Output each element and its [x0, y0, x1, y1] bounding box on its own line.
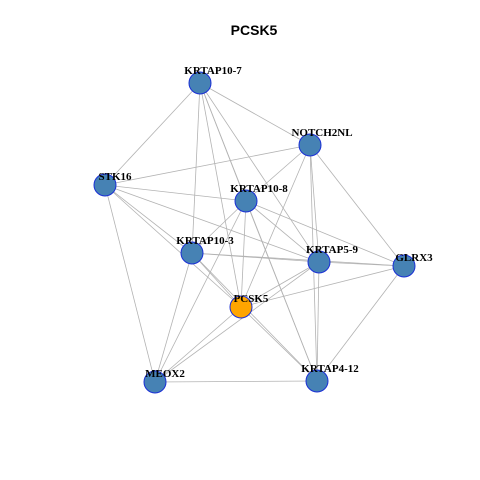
graph-title: PCSK5	[231, 22, 278, 38]
edge-notch2nl-glrx3	[309, 144, 405, 267]
node-label-krtap10-3: KRTAP10-3	[176, 235, 234, 247]
node-stk16[interactable]	[93, 173, 117, 197]
node-krtap5-9[interactable]	[307, 250, 331, 274]
edge-krtap10-3-krtap4-12	[191, 252, 318, 382]
node-meox2[interactable]	[143, 370, 167, 394]
edge-glrx3-pcsk5	[240, 265, 405, 308]
edge-notch2nl-krtap10-8	[245, 144, 311, 202]
edge-krtap10-7-pcsk5	[199, 82, 242, 308]
node-label-krtap10-7: KRTAP10-7	[184, 65, 242, 77]
edge-meox2-krtap4-12	[154, 380, 318, 383]
edge-notch2nl-stk16	[104, 144, 311, 186]
edge-krtap10-8-meox2	[154, 200, 247, 383]
edge-notch2nl-krtap5-9	[309, 144, 320, 263]
edge-krtap10-8-pcsk5	[240, 200, 247, 308]
node-label-pcsk5: PCSK5	[234, 293, 269, 305]
edge-krtap10-8-glrx3	[245, 200, 405, 267]
node-layer	[93, 71, 416, 394]
edge-stk16-krtap10-3	[104, 184, 193, 254]
edge-krtap5-9-krtap4-12	[316, 261, 320, 382]
edge-stk16-krtap10-8	[104, 184, 247, 202]
node-notch2nl[interactable]	[298, 133, 322, 157]
node-krtap10-3[interactable]	[180, 241, 204, 265]
edge-krtap10-7-notch2nl	[199, 82, 311, 146]
edge-stk16-krtap5-9	[104, 184, 320, 263]
edge-krtap10-8-krtap5-9	[245, 200, 320, 263]
edge-krtap10-3-meox2	[154, 252, 193, 383]
node-label-glrx3: GLRX3	[395, 252, 433, 264]
edge-glrx3-krtap4-12	[316, 265, 405, 382]
edge-krtap10-3-glrx3	[191, 252, 405, 267]
edge-stk16-meox2	[104, 184, 156, 383]
node-label-stk16: STK16	[98, 171, 132, 183]
edge-krtap10-8-krtap4-12	[245, 200, 318, 382]
node-label-krtap10-8: KRTAP10-8	[230, 183, 288, 195]
edge-krtap10-3-pcsk5	[191, 252, 242, 308]
edge-pcsk5-meox2	[154, 306, 242, 383]
node-glrx3[interactable]	[392, 254, 416, 278]
edge-krtap5-9-meox2	[154, 261, 320, 383]
node-krtap4-12[interactable]	[305, 369, 329, 393]
edge-krtap5-9-glrx3	[318, 261, 405, 267]
edge-krtap5-9-pcsk5	[240, 261, 320, 308]
edge-pcsk5-krtap4-12	[240, 306, 318, 382]
edge-krtap10-8-krtap10-3	[191, 200, 247, 254]
node-label-krtap5-9: KRTAP5-9	[306, 244, 358, 256]
node-label-notch2nl: NOTCH2NL	[291, 127, 352, 139]
node-label-krtap4-12: KRTAP4-12	[301, 363, 359, 375]
node-pcsk5[interactable]	[229, 295, 253, 319]
node-label-meox2: MEOX2	[145, 368, 185, 380]
edge-krtap10-7-stk16	[104, 82, 201, 186]
edge-stk16-pcsk5	[104, 184, 242, 308]
node-krtap10-8[interactable]	[234, 189, 258, 213]
edge-krtap10-7-krtap10-3	[191, 82, 201, 254]
edge-layer	[104, 82, 405, 383]
node-krtap10-7[interactable]	[188, 71, 212, 95]
edge-krtap10-7-krtap5-9	[199, 82, 320, 263]
